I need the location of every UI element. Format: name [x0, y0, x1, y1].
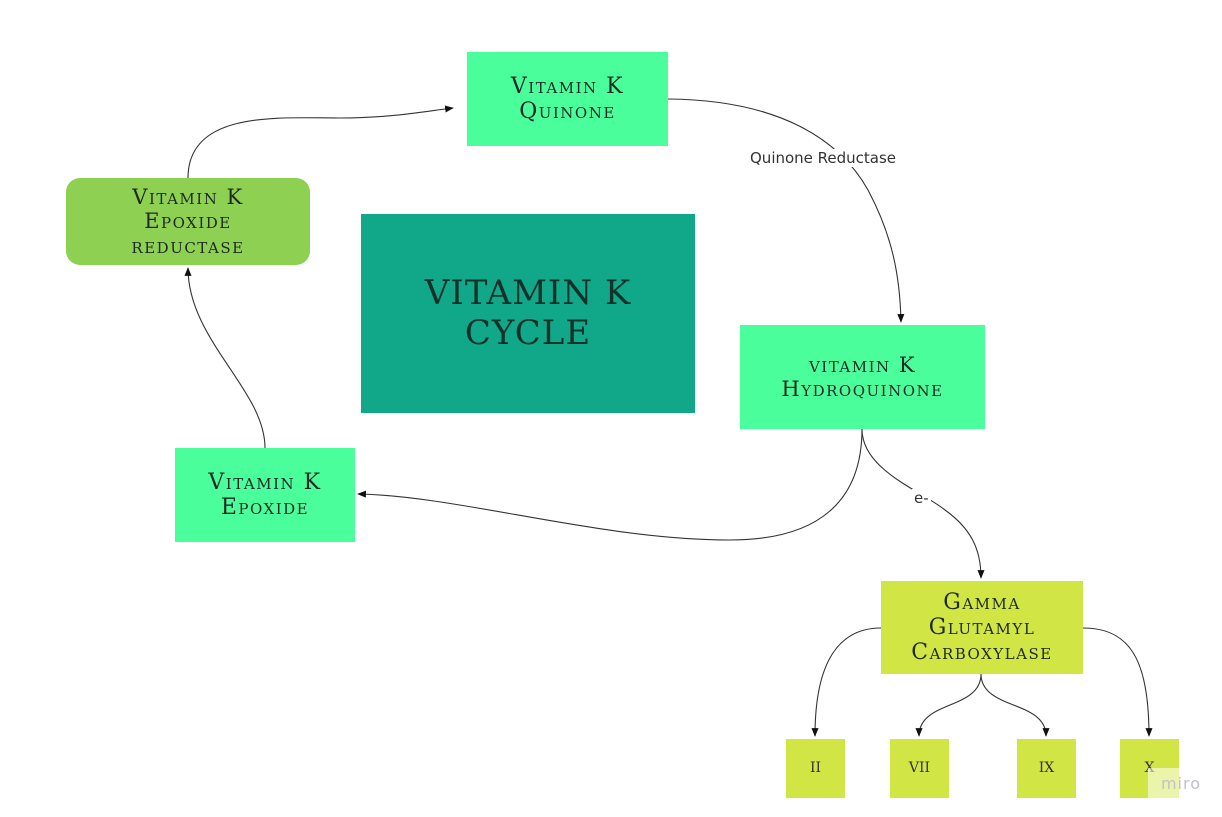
- edge-gamma-to-factor-ix[interactable]: [980, 673, 1050, 737]
- edge-label-quinone-reductase: Quinone Reductase: [748, 149, 899, 167]
- node-vitamin-k-epoxide[interactable]: Vitamin K Epoxide: [175, 448, 355, 542]
- edge-gamma-to-factor-vii[interactable]: [915, 673, 982, 737]
- node-label: Vitamin K: [208, 469, 322, 495]
- factor-label: IX: [1038, 760, 1055, 777]
- node-gamma-glutamyl-carboxylase[interactable]: Gamma Glutamyl Carboxylase: [881, 581, 1083, 674]
- node-label: reductase: [131, 233, 245, 258]
- edge-gamma-to-factor-ii[interactable]: [811, 627, 882, 737]
- node-label: Vitamin K: [132, 185, 244, 210]
- node-label: vitamin K: [808, 352, 917, 377]
- node-label: Glutamyl: [928, 614, 1036, 640]
- node-label: Epoxide: [220, 495, 310, 520]
- diagram-title-line: CYCLE: [464, 312, 592, 353]
- edge-label-electron: e-: [912, 489, 931, 507]
- diagram-title-box[interactable]: VITAMIN K CYCLE: [361, 214, 695, 413]
- edge-epoxide-reductase-to-quinone[interactable]: [187, 105, 454, 179]
- node-label: Carboxylase: [911, 640, 1053, 666]
- miro-watermark: miro: [1148, 768, 1214, 798]
- diagram-title-line: VITAMIN K: [424, 273, 632, 314]
- factor-label: VII: [908, 760, 931, 777]
- edge-gamma-to-factor-x[interactable]: [1082, 627, 1153, 737]
- node-factor-ix[interactable]: IX: [1017, 739, 1076, 798]
- node-vitamin-k-epoxide-reductase[interactable]: Vitamin K Epoxide reductase: [66, 178, 310, 265]
- node-label: Vitamin K: [510, 73, 625, 99]
- node-vitamin-k-quinone[interactable]: Vitamin K Quinone: [467, 52, 668, 146]
- factor-label: II: [809, 760, 822, 777]
- node-label: Epoxide: [144, 209, 232, 234]
- node-label: Gamma: [943, 589, 1021, 615]
- node-vitamin-k-hydroquinone[interactable]: vitamin K Hydroquinone: [740, 325, 985, 429]
- node-label: Hydroquinone: [781, 377, 944, 401]
- node-label: Quinone: [519, 99, 616, 124]
- edge-hydroquinone-to-epoxide[interactable]: [357, 428, 863, 541]
- node-factor-vii[interactable]: VII: [890, 739, 949, 798]
- node-factor-ii[interactable]: II: [786, 739, 845, 798]
- edge-quinone-to-hydroquinone[interactable]: [667, 98, 905, 323]
- edge-epoxide-to-epoxide-reductase[interactable]: [184, 267, 266, 449]
